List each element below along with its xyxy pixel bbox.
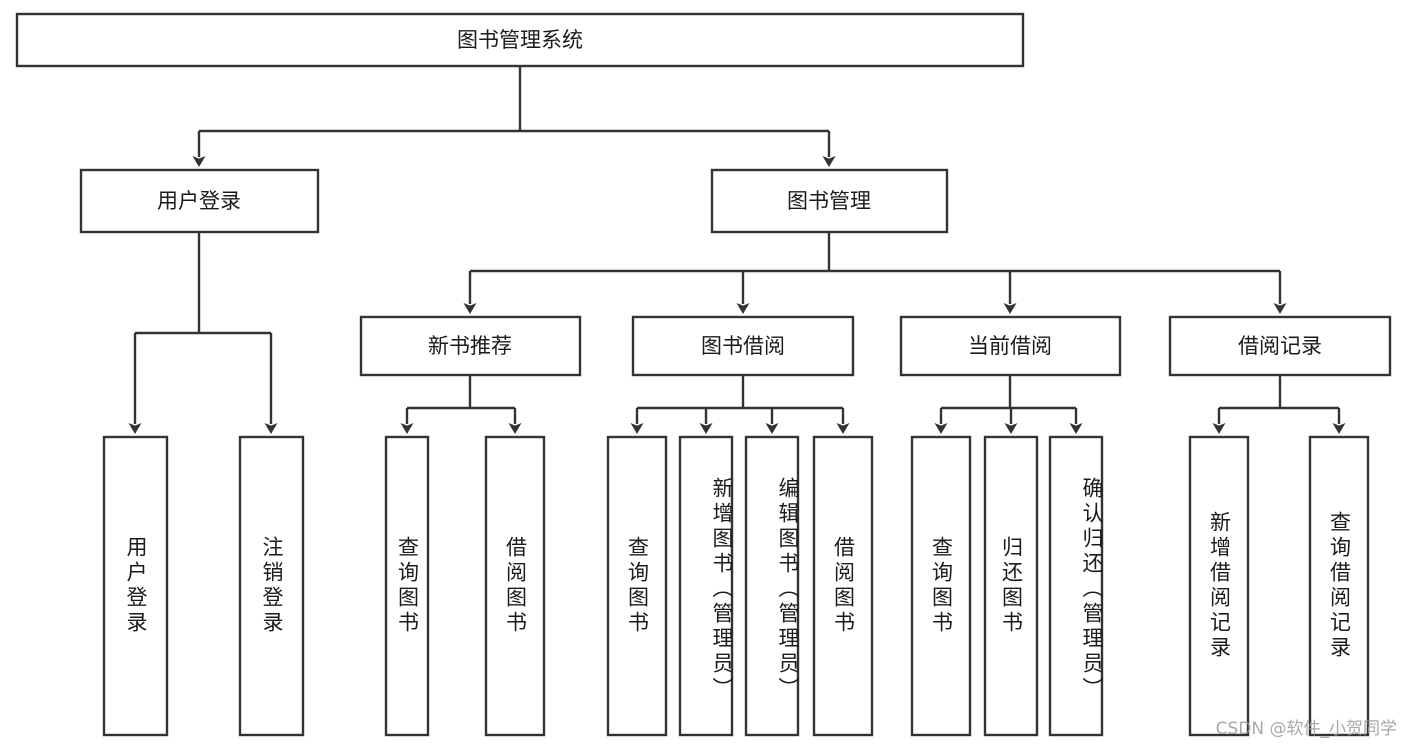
node-box-root[interactable] (15, 12, 1025, 68)
connector-current-borrow-to-leaves (934, 375, 1083, 434)
node-box-borrow-book-2[interactable] (812, 435, 874, 737)
node-label-root: 图书管理系统 (457, 28, 583, 52)
node-box-query-book-1[interactable] (384, 435, 430, 737)
node-box-user-login-leaf[interactable] (102, 435, 169, 737)
node-label-book-borrow: 图书借阅 (701, 334, 785, 358)
node-box-book-borrow[interactable] (631, 315, 855, 377)
connector-book-management-to-level3 (463, 232, 1287, 314)
node-label-user-login: 用户登录 (157, 189, 241, 213)
node-box-user-logout-leaf[interactable] (238, 435, 305, 737)
node-label-current-borrow: 当前借阅 (968, 334, 1052, 358)
connector-new-book-recommend-to-leaves (400, 375, 522, 434)
node-box-book-management[interactable] (710, 168, 949, 234)
node-box-borrow-record[interactable] (1168, 315, 1392, 377)
connector-book-borrow-to-leaves (630, 375, 850, 434)
node-box-user-login[interactable] (79, 168, 320, 234)
node-box-add-book-admin[interactable] (678, 435, 734, 737)
node-box-edit-book-admin[interactable] (744, 435, 800, 737)
node-box-borrow-book-1[interactable] (484, 435, 546, 737)
connector-root-to-level2 (192, 66, 836, 167)
node-box-add-borrow-record[interactable] (1188, 435, 1250, 737)
node-box-query-borrow-record[interactable] (1308, 435, 1370, 737)
node-label-new-book-recommend: 新书推荐 (428, 334, 512, 358)
connector-borrow-record-to-leaves (1212, 375, 1346, 434)
node-label-book-management: 图书管理 (787, 189, 871, 213)
node-box-new-book-recommend[interactable] (359, 315, 582, 377)
node-box-return-book[interactable] (983, 435, 1039, 737)
node-box-query-book-2[interactable] (606, 435, 668, 737)
connector-user-login-to-leaves (128, 232, 278, 434)
node-box-confirm-return-admin[interactable] (1048, 435, 1104, 737)
node-box-query-book-3[interactable] (910, 435, 972, 737)
node-box-current-borrow[interactable] (899, 315, 1122, 377)
node-label-borrow-record: 借阅记录 (1238, 334, 1322, 358)
watermark-label: CSDN @软件_小贺同学 (1215, 719, 1397, 739)
